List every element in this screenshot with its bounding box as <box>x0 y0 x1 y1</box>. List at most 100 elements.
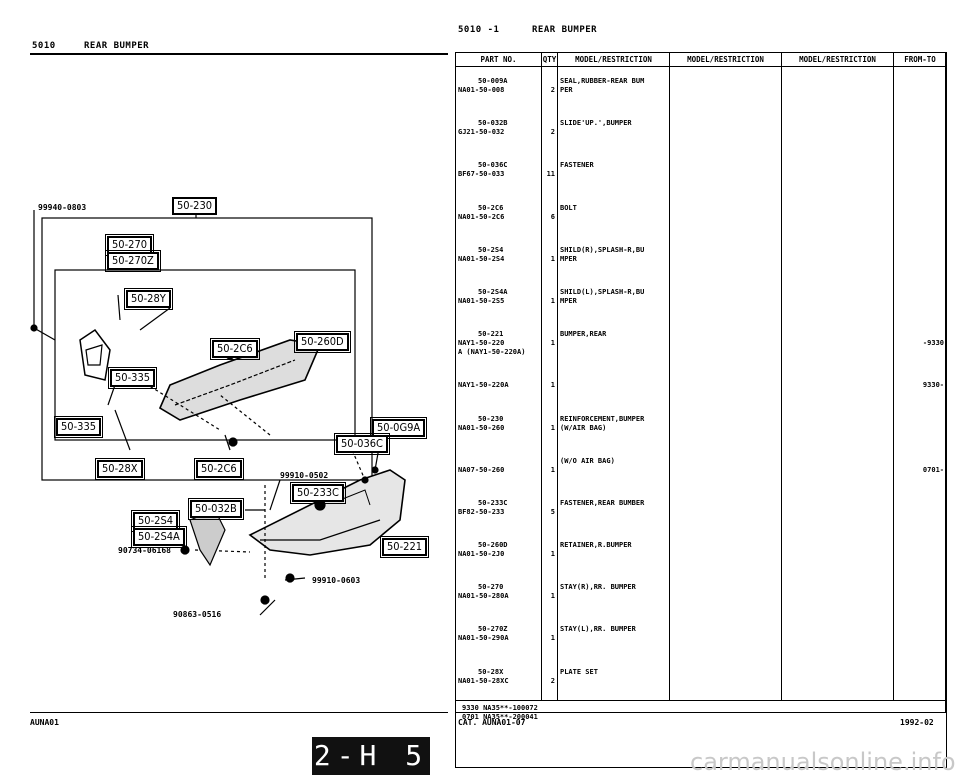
description-cell: (W/O AIR BAG) <box>557 446 670 489</box>
part-number: BF82-50-233 <box>458 507 505 516</box>
description-cell: STAY(R),RR. BUMPER <box>557 573 670 616</box>
description-cont: MPER <box>560 254 577 263</box>
model-cell <box>781 404 894 447</box>
callout-50-036c: 50-036C <box>334 433 390 455</box>
callout-50-270: 50-270 <box>104 234 155 256</box>
qty-cell: 2 <box>541 109 558 152</box>
ref-number: 50-2S4 <box>478 245 504 254</box>
left-footer-rule <box>30 712 448 713</box>
model-cell <box>781 615 894 658</box>
from-to-value: -9330 <box>922 339 944 348</box>
part-number: NA01-50-008 <box>458 86 505 94</box>
left-section-number: 5010 <box>32 41 56 51</box>
model-cell <box>669 320 782 363</box>
description: FASTENER <box>560 161 594 170</box>
callout-50-2s4: 50-2S4 <box>130 510 181 532</box>
partno-label-4: 99910-0603 <box>312 576 361 585</box>
header-part-no: PART NO. <box>455 52 542 67</box>
description: SLIDE'UP.',BUMPER <box>560 119 632 128</box>
model-cell <box>781 193 894 236</box>
part-number: BF67-50-033 <box>458 170 505 179</box>
description-cell: BUMPER,REAR <box>557 320 670 363</box>
right-section-number: 5010 -1 <box>458 25 500 35</box>
ref-number: 50-260D <box>478 541 508 550</box>
model-cell <box>781 151 894 194</box>
model-cell <box>669 109 782 152</box>
qty-value: 1 <box>550 465 555 474</box>
qty-cell: 2 <box>541 657 558 701</box>
description: BOLT <box>560 203 577 212</box>
notes-row: 9330 NA35**-100072 0701 NA35**-200041 <box>455 699 947 768</box>
model-cell <box>781 235 894 278</box>
description: REINFORCEMENT,BUMPER <box>560 414 645 423</box>
qty-cell: 1 <box>541 277 558 321</box>
partno-label-3: 90734-06168 <box>118 546 171 555</box>
model-cell <box>669 66 782 110</box>
part-number: NA01-50-2S5 <box>458 296 505 305</box>
right-section-title: REAR BUMPER <box>532 25 598 35</box>
qty-value: 2 <box>550 86 555 94</box>
part-number: NA01-50-2S4 <box>458 254 505 263</box>
qty-cell: 1 <box>541 573 558 616</box>
header-qty: QTY <box>541 52 558 67</box>
ref-number: 50-032B <box>478 119 508 128</box>
part-number: NA01-50-28XC <box>458 676 509 685</box>
note-2: 0701 NA35**-200041 <box>462 712 538 721</box>
ref-number: 50-230 <box>478 414 504 423</box>
from-to-cell <box>893 615 947 658</box>
description-cell: BOLT <box>557 193 670 236</box>
model-cell <box>669 151 782 194</box>
left-header-rule <box>30 53 448 55</box>
ref-number: 50-28X <box>478 667 504 676</box>
model-cell <box>669 277 782 321</box>
model-cell <box>781 109 894 152</box>
ref-number: 50-270 <box>478 583 504 592</box>
model-cell <box>781 488 894 532</box>
qty-cell: 1 <box>541 404 558 447</box>
from-to-cell: -9330 <box>893 320 947 363</box>
description-cell <box>557 362 670 405</box>
qty-value: 1 <box>550 381 555 390</box>
description-cell: FASTENER <box>557 151 670 194</box>
description: FASTENER,REAR BUMBER <box>560 498 645 507</box>
qty-value: 1 <box>550 423 555 432</box>
part-cell: NAY1-50-220A <box>455 362 542 405</box>
footer-date: 1992-02 <box>900 718 934 727</box>
model-cell <box>669 657 782 701</box>
callout-50-2c6-b: 50-2C6 <box>194 458 244 480</box>
description: PLATE SET <box>560 667 598 676</box>
qty-cell: 6 <box>541 193 558 236</box>
part-number: NAY1-50-220 <box>458 339 505 348</box>
part-number: NA01-50-2C6 <box>458 212 505 221</box>
callout-50-335: 50-335 <box>107 367 158 389</box>
description-cont: PER <box>560 86 573 94</box>
from-to-cell <box>893 235 947 278</box>
from-to-cell <box>893 151 947 194</box>
partno-label-5: 90863-0516 <box>173 610 222 619</box>
ref-number: 50-009A <box>478 77 508 85</box>
callout-50-335-b: 50-335 <box>53 416 104 438</box>
from-to-cell <box>893 66 947 110</box>
description: BUMPER,REAR <box>560 330 607 339</box>
header-model-2: MODEL/RESTRICTION <box>669 52 782 67</box>
model-cell <box>781 362 894 405</box>
model-cell <box>669 531 782 574</box>
model-cell <box>669 235 782 278</box>
from-to-cell <box>893 193 947 236</box>
model-cell <box>781 573 894 616</box>
